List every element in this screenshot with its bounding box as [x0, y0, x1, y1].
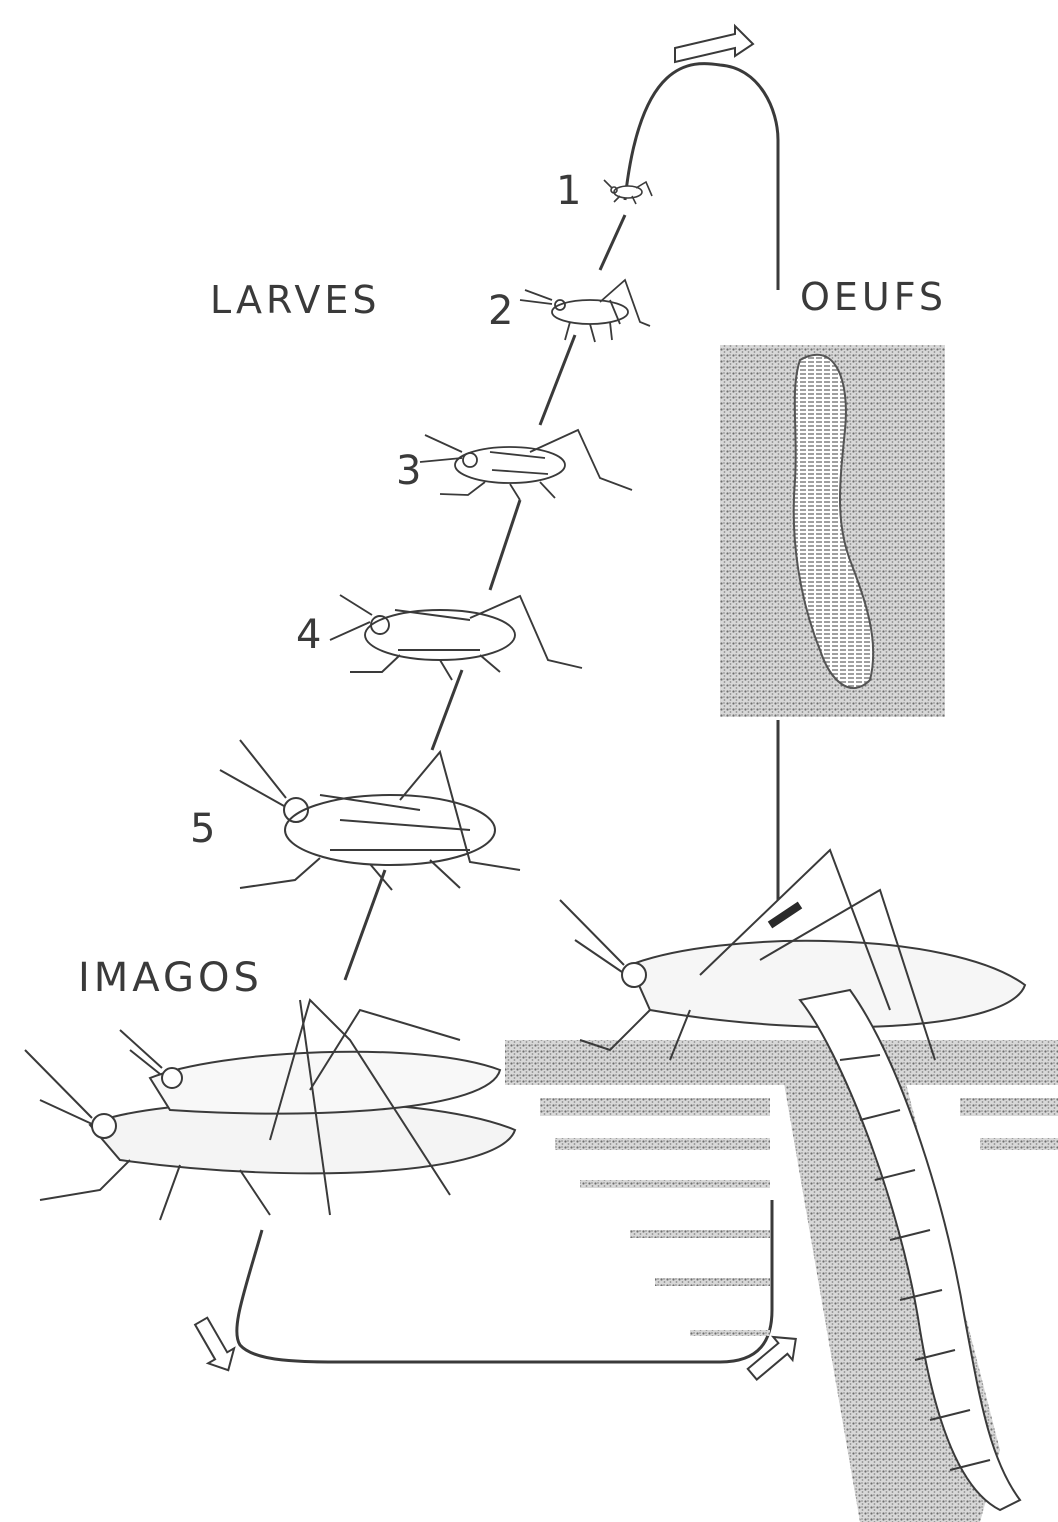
cycle-arrow-icon	[188, 1314, 242, 1377]
egg-pod-icon	[720, 345, 945, 717]
grasshopper-nymph-icon	[330, 595, 582, 680]
grasshopper-nymph-icon	[420, 430, 632, 500]
stage-number-2: 2	[488, 288, 513, 334]
cycle-loop-top	[625, 64, 778, 290]
cycle-arrow-icon	[675, 26, 753, 62]
stage-number-3: 3	[396, 448, 421, 494]
stage-number-4: 4	[296, 612, 321, 658]
grasshopper-nymph-icon	[520, 280, 650, 342]
label-oeufs: OEUFS	[800, 275, 947, 319]
stage-number-1: 1	[556, 168, 581, 214]
label-imagos: IMAGOS	[78, 955, 263, 1001]
label-larves: LARVES	[210, 278, 381, 322]
grasshopper-adult-icon	[25, 1000, 515, 1220]
stage-number-5: 5	[190, 806, 215, 852]
grasshopper-nymph-icon	[220, 740, 520, 890]
